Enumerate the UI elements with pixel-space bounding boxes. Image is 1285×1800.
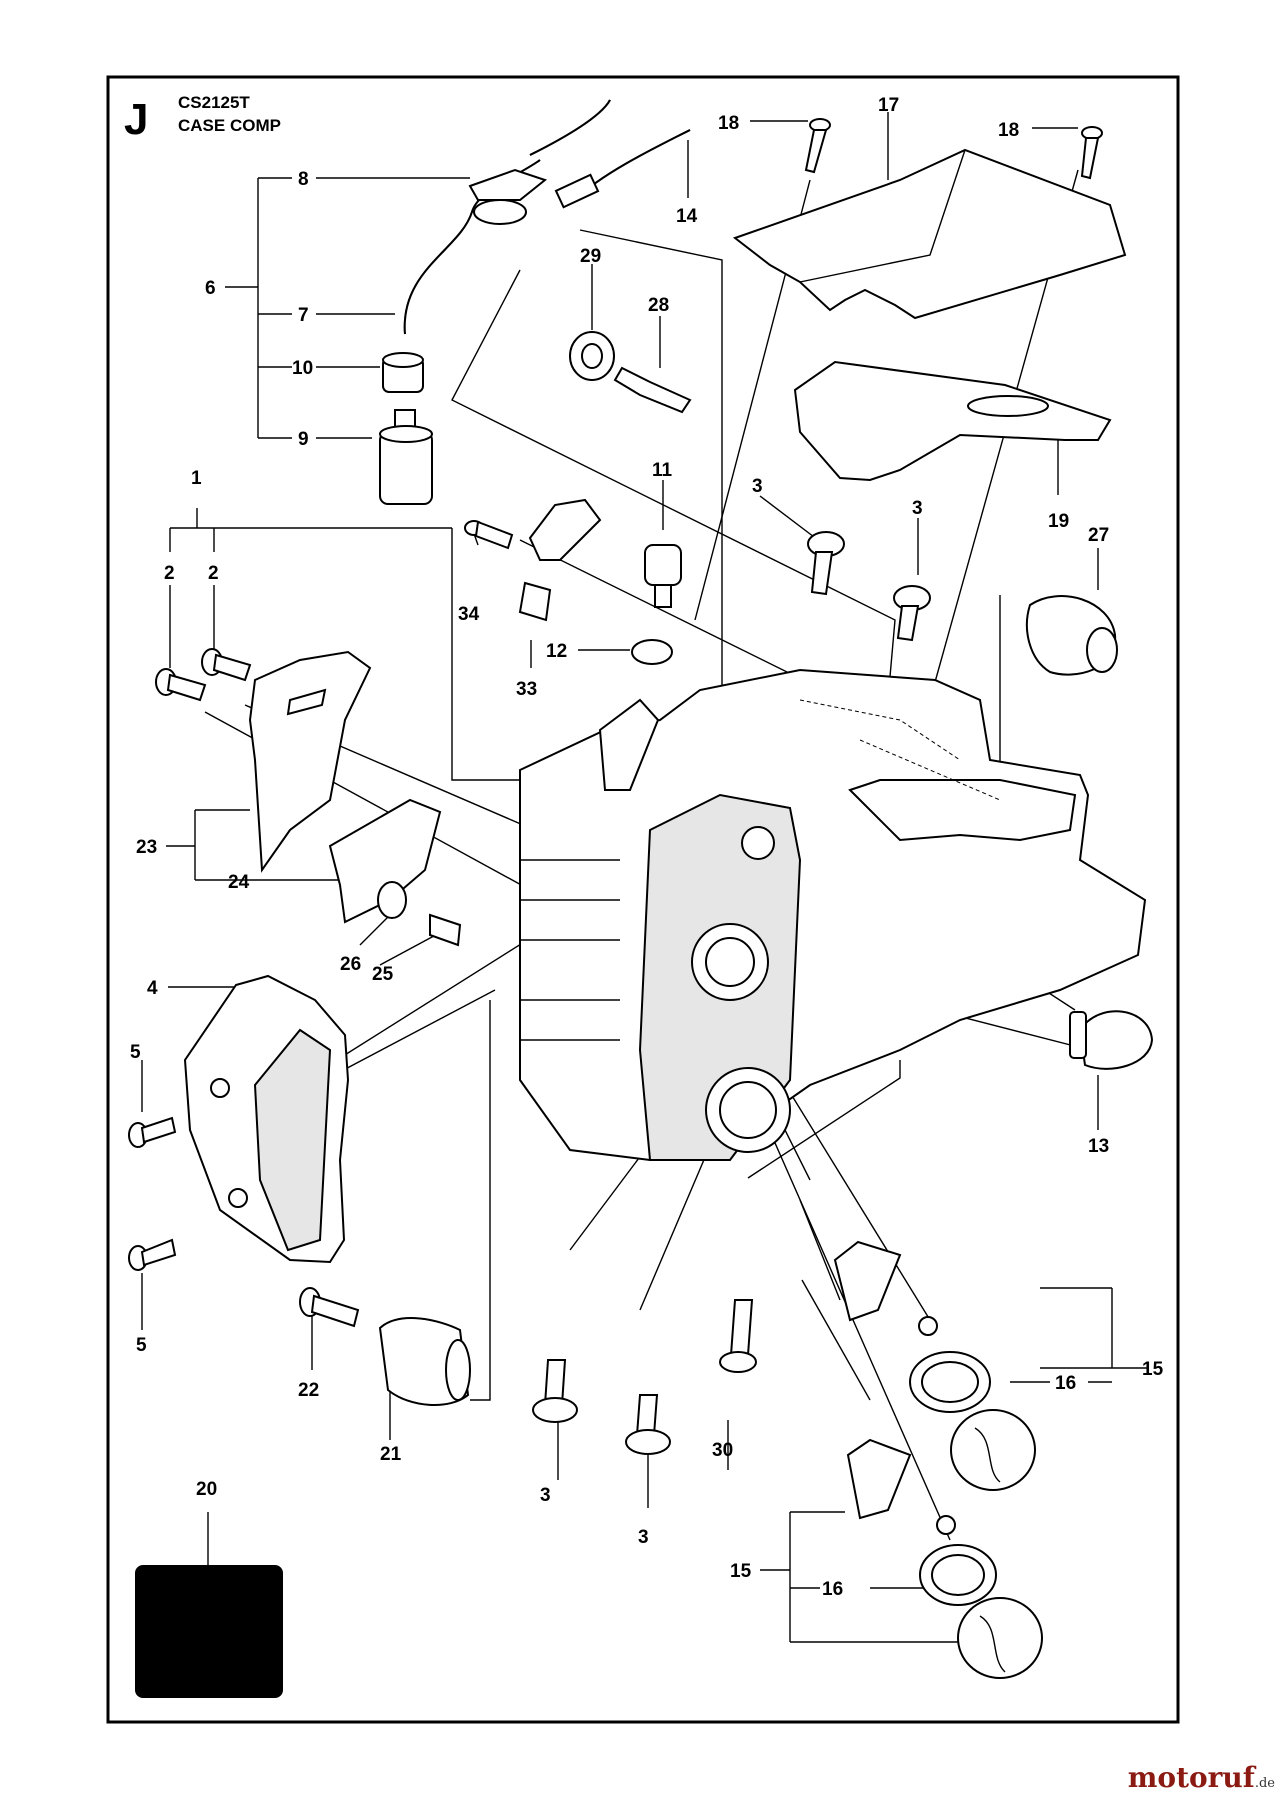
- hose-bushing: [382, 352, 424, 393]
- callout-19: 19: [1048, 511, 1069, 532]
- cap-strap-lower: [846, 1438, 956, 1535]
- watermark-brand: motoruf: [1127, 1761, 1255, 1794]
- callout-10: 10: [292, 358, 313, 379]
- callout-2: 2: [164, 563, 175, 584]
- callout-3: 3: [540, 1485, 551, 1506]
- screw-2-a: [155, 668, 207, 702]
- callout-labels: 1 2 2 3 3 3 3 4 5 5 6 7 8 9 10 11 12 13 …: [130, 95, 1164, 1600]
- grommet-29: [569, 331, 615, 381]
- bolt-28: [613, 366, 692, 414]
- callout-8: 8: [298, 169, 309, 190]
- cap-upper: [950, 1409, 1036, 1491]
- cap-seal-lower: [919, 1544, 997, 1606]
- heat-shield-plate: [793, 360, 1112, 482]
- callout-20: 20: [196, 1479, 217, 1500]
- leader-lines: [141, 112, 1148, 1643]
- callout-5: 5: [136, 1335, 147, 1356]
- callout-9: 9: [298, 429, 309, 450]
- screw-22: [299, 1287, 360, 1328]
- callout-7: 7: [298, 305, 309, 326]
- callout-14: 14: [676, 206, 698, 227]
- diagram-frame: [106, 75, 1180, 1724]
- diagram-title: CASE COMP: [178, 116, 281, 135]
- callout-22: 22: [298, 1380, 319, 1401]
- bushing-26: [377, 881, 407, 919]
- callout-24: 24: [228, 872, 250, 893]
- callout-26: 26: [340, 954, 361, 975]
- screw-34: [464, 520, 514, 550]
- fuel-filter: [379, 409, 433, 505]
- callout-23: 23: [136, 837, 157, 858]
- callout-18: 18: [718, 113, 739, 134]
- screw-3-lower-b: [625, 1394, 671, 1455]
- callout-15: 15: [730, 1561, 752, 1582]
- callout-5: 5: [130, 1042, 141, 1063]
- model-number: CS2125T: [178, 93, 250, 112]
- callout-6: 6: [205, 278, 216, 299]
- callout-4: 4: [147, 978, 158, 999]
- screw-30: [719, 1299, 757, 1373]
- callout-2: 2: [208, 563, 219, 584]
- callout-30: 30: [712, 1440, 733, 1461]
- side-cover-4: [183, 974, 350, 1264]
- plug-11: [644, 544, 682, 608]
- buffer-21: [378, 1317, 471, 1406]
- callout-11: 11: [652, 460, 673, 481]
- bracket-33: [518, 498, 602, 622]
- screw-3-lower-a: [532, 1359, 578, 1423]
- callout-3: 3: [638, 1527, 649, 1548]
- av-buffer: [1025, 595, 1118, 676]
- screw-5-upper: [128, 1116, 177, 1148]
- screw-3-upper-left: [807, 531, 845, 596]
- fuel-hose-assembly: [403, 99, 691, 335]
- cap-lower: [957, 1597, 1043, 1679]
- callout-33: 33: [516, 679, 537, 700]
- callout-16: 16: [1055, 1373, 1076, 1394]
- callout-18: 18: [998, 120, 1019, 141]
- primer-bulb: [1069, 1010, 1154, 1070]
- cap-strap-upper: [833, 1240, 938, 1336]
- screw-2-b: [201, 648, 252, 682]
- callout-3: 3: [752, 476, 763, 497]
- screw-18-right: [1080, 126, 1103, 180]
- callout-17: 17: [878, 95, 899, 116]
- top-cover-plate: [732, 148, 1127, 320]
- callout-13: 13: [1088, 1136, 1109, 1157]
- cap-seal-upper: [909, 1351, 991, 1413]
- screw-5-lower: [128, 1238, 177, 1271]
- callout-34: 34: [458, 604, 480, 625]
- plate-24: [328, 798, 442, 924]
- callout-1: 1: [191, 468, 202, 489]
- watermark: motoruf.de: [1128, 1761, 1275, 1794]
- sticker-20: [135, 1565, 283, 1698]
- chain-guard-23: [248, 650, 372, 873]
- callout-3: 3: [912, 498, 923, 519]
- screw-18-left: [804, 118, 831, 174]
- callout-15: 15: [1142, 1359, 1164, 1380]
- callout-27: 27: [1088, 525, 1109, 546]
- section-letter: J: [124, 95, 148, 144]
- callout-25: 25: [372, 964, 394, 985]
- crankcase: [519, 668, 1147, 1162]
- callout-16: 16: [822, 1579, 843, 1600]
- stud-25: [429, 913, 462, 947]
- callout-12: 12: [546, 641, 567, 662]
- watermark-tld: .de: [1254, 1776, 1275, 1791]
- grommet-12: [631, 639, 673, 665]
- screw-3-upper-right: [893, 585, 931, 642]
- callout-28: 28: [648, 295, 669, 316]
- callout-29: 29: [580, 246, 601, 267]
- callout-21: 21: [380, 1444, 402, 1465]
